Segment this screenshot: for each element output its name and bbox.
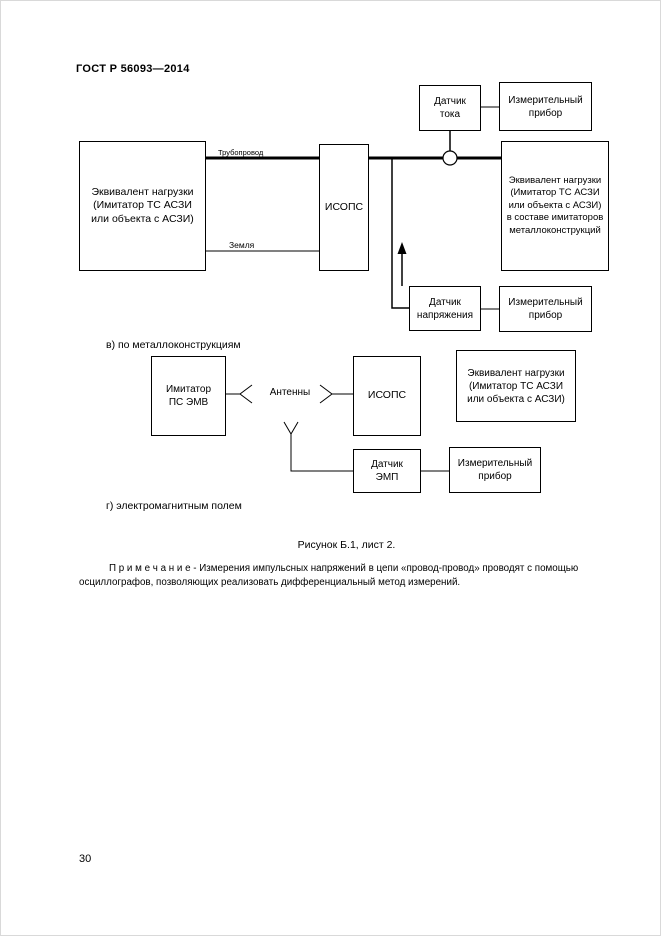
voltage-sensor-label: Датчик напряжения [416,296,474,321]
document-header: ГОСТ Р 56093—2014 [76,63,190,75]
emf-sensor-box: Датчик ЭМП [353,449,421,493]
imitator-label: Имитатор ПС ЭМВ [165,384,212,408]
isops-g-box: ИСОПС [353,356,421,436]
isops-v-box: ИСОПС [319,144,369,271]
meter-g-box: Измерительный прибор [449,447,541,493]
meter-g-label: Измерительный прибор [457,458,533,482]
section-label-g: г) электромагнитным полем [106,500,242,512]
diagram-g-wires [226,384,449,472]
voltage-sensor-box: Датчик напряжения [409,286,481,331]
antennas-label: Антенны [269,387,311,398]
note-paragraph: П р и м е ч а н и е - Измерения импульсн… [79,563,579,588]
ground-wire-label: Земля [229,240,255,250]
load-left-label: Эквивалент нагрузки (Имитатор ТС АСЗИ ил… [91,185,194,225]
meter-top-box: Измерительный прибор [499,82,592,131]
isops-v-label: ИСОПС [324,200,364,213]
current-sensor-label: Датчик тока [434,96,466,120]
imitator-box: Имитатор ПС ЭМВ [151,356,226,436]
voltage-arrow-head [397,242,407,254]
antenna-left-icon [239,384,253,404]
emf-antenna-icon [283,421,299,435]
load-right-label: Эквивалент нагрузки (Имитатор ТС АСЗИ ил… [506,175,604,236]
load-right-box: Эквивалент нагрузки (Имитатор ТС АСЗИ ил… [501,141,609,271]
current-tap-circle [442,150,458,166]
pipeline-wire-label: Трубопровод [218,148,264,157]
meter-bottom-label: Измерительный прибор [508,297,583,321]
emf-sensor-feed-line [290,434,353,472]
isops-g-label: ИСОПС [367,389,407,402]
section-label-v: в) по металлоконструкциям [106,339,241,351]
emf-sensor-label: Датчик ЭМП [371,459,403,483]
load-g-box: Эквивалент нагрузки (Имитатор ТС АСЗИ ил… [456,350,576,422]
voltage-tap-line [391,159,409,309]
current-sensor-box: Датчик тока [419,85,481,131]
page-number: 30 [79,853,92,865]
meter-top-label: Измерительный прибор [508,94,583,119]
load-left-box: Эквивалент нагрузки (Имитатор ТС АСЗИ ил… [79,141,206,271]
meter-bottom-box: Измерительный прибор [499,286,592,332]
figure-caption: Рисунок Б.1, лист 2. [297,539,396,551]
load-g-label: Эквивалент нагрузки (Имитатор ТС АСЗИ ил… [467,367,565,405]
